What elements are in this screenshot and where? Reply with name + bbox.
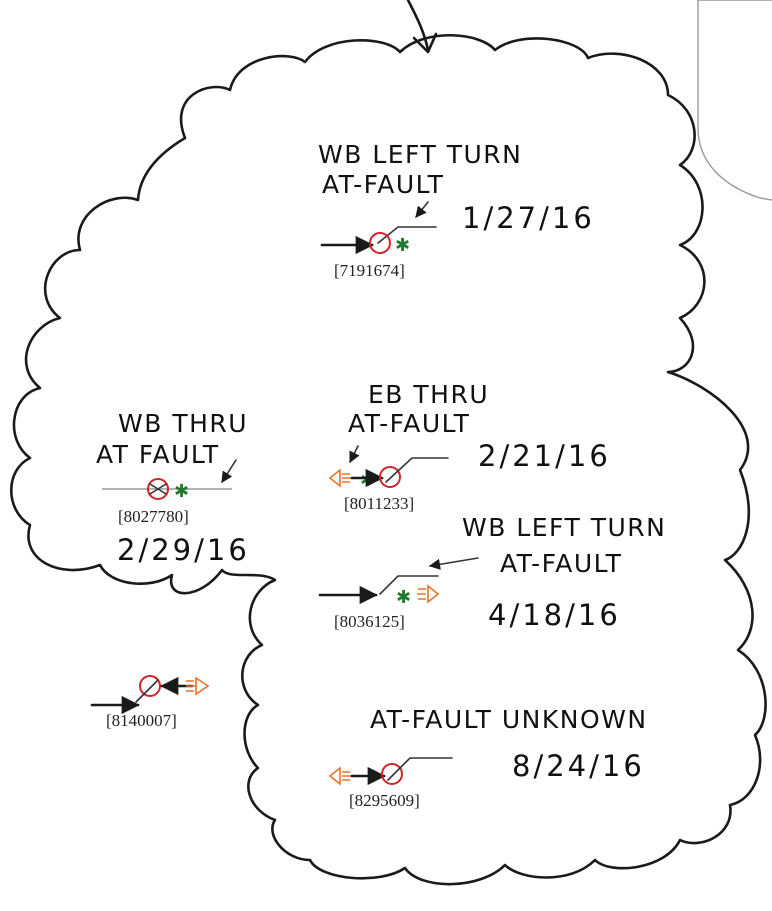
turn-path-line [135,679,159,703]
panel-edge [697,0,772,201]
note-label-line-2: AT FAULT [96,440,220,469]
injury-asterisk-icon: ✱ [395,235,410,256]
injury-asterisk-icon: ✱ [396,587,411,608]
collision-circle-icon [379,466,401,488]
collision-circle-icon [147,478,169,500]
headlight-icon [186,676,210,696]
headlight-icon [328,766,352,786]
note-label-line-1: WB LEFT TURN [462,513,666,542]
crash-date: 4/18/16 [488,598,621,632]
note-label-line-1: AT-FAULT UNKNOWN [370,705,648,734]
collision-circle-icon [381,763,403,785]
injury-asterisk-icon: ✱ [360,470,375,491]
crash-date: 8/24/16 [512,749,645,783]
case-number: [7191674] [334,261,405,280]
turn-path-line [377,226,437,244]
note-label-line-1: WB THRU [118,409,248,438]
pointer-arrow-icon [349,445,360,464]
collision-circle-icon [369,232,391,254]
collision-circle-icon [139,675,161,697]
headlight-icon [328,468,352,488]
turn-path-line [379,575,439,595]
cloud-outline [9,34,767,886]
incoming-arrow-icon [406,0,430,52]
crash-note-8011233: EB THRU AT-FAULT 2/21/16 ✱ [8011233] [328,380,611,513]
crash-note-8027780: WB THRU AT FAULT 2/29/16 ✱ [8027780] [96,409,250,567]
note-label-line-1: WB LEFT TURN [318,140,522,169]
turn-path-line [385,457,449,483]
note-label-line-1: EB THRU [368,380,489,409]
crash-note-8295609: AT-FAULT UNKNOWN 8/24/16 [8295609] [328,705,648,810]
incoming-arrow-head [412,32,438,54]
case-number: [8027780] [118,507,189,526]
note-label-line-2: AT-FAULT [322,170,444,199]
note-label-line-2: AT-FAULT [348,409,470,438]
pointer-arrow-icon [428,557,479,570]
crossing-paths-icon [149,483,167,495]
crash-date: 2/21/16 [478,439,611,473]
crash-note-7191674: WB LEFT TURN AT-FAULT 1/27/16 ✱ [7191674… [318,140,595,280]
case-number: [8140007] [106,711,177,730]
crash-note-8140007: [8140007] [90,675,210,730]
crash-date: 1/27/16 [462,201,595,235]
case-number: [8011233] [344,494,414,513]
case-number: [8036125] [334,612,405,631]
crash-note-8036125: WB LEFT TURN AT-FAULT 4/18/16 ✱ [8036125… [318,513,666,632]
crash-date: 2/29/16 [117,533,250,567]
case-number: [8295609] [349,791,420,810]
turn-path-line [387,757,453,781]
injury-asterisk-icon: ✱ [174,481,189,502]
pointer-arrow-icon [415,201,429,218]
pointer-arrow-icon [221,459,237,483]
note-label-line-2: AT-FAULT [500,549,622,578]
headlight-icon [417,584,440,604]
